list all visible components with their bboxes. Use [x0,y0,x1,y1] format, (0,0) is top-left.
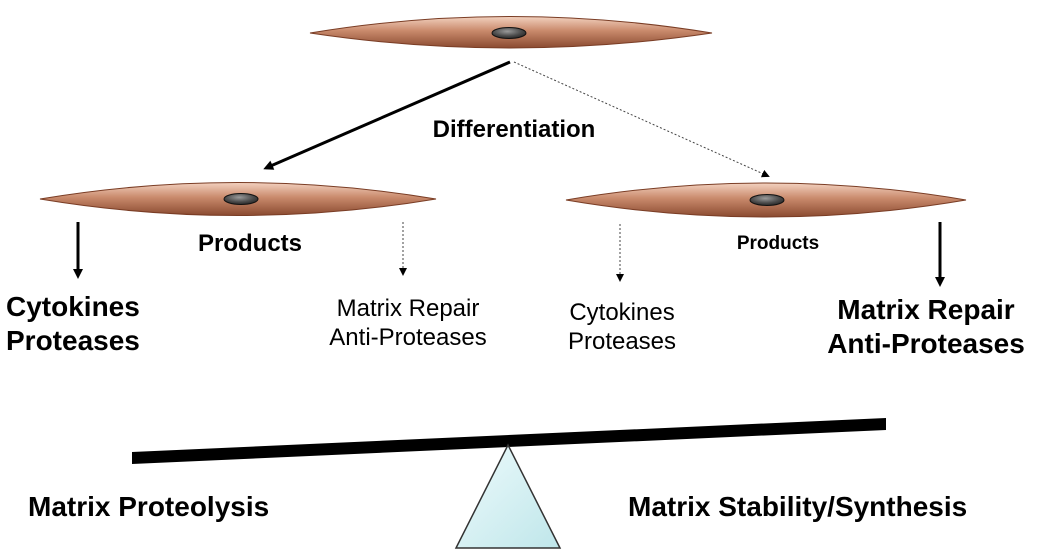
nucleus-icon [491,27,527,39]
nucleus-icon [223,193,259,205]
right-proteases-text: Proteases [567,327,677,355]
balance-fulcrum [454,443,562,549]
right-daughter-cell [565,182,967,218]
thin-arrow-to-right-cell [513,61,770,178]
right-cytokines-text: Cytokines [569,299,675,326]
nucleus-icon [749,194,785,206]
left-matrix-repair-text: Matrix Repair [336,295,480,322]
left-output-primary: Cytokines Proteases [6,290,140,357]
parent-cell [309,16,713,49]
left-proteases-text: Proteases [6,324,140,356]
left-output-secondary: Matrix Repair Anti-Proteases [298,295,518,353]
bold-arrow-to-left-cell [263,60,511,170]
balance-beam [132,418,886,464]
right-matrix-repair-text: Matrix Repair [837,294,1015,325]
right-output-secondary: Cytokines Proteases [538,299,706,357]
right-products-label: Products [736,233,820,254]
left-anti-proteases-text: Anti-Proteases [329,323,487,351]
right-anti-proteases-text: Anti-Proteases [827,327,1025,359]
left-cytokines-text: Cytokines [6,291,140,322]
left-products-label: Products [197,230,302,257]
matrix-proteolysis-label: Matrix Proteolysis [28,491,270,522]
differentiation-label: Differentiation [432,116,596,143]
left-daughter-cell [39,182,437,216]
matrix-stability-label: Matrix Stability/Synthesis [628,491,968,522]
right-output-primary: Matrix Repair Anti-Proteases [806,293,1046,360]
